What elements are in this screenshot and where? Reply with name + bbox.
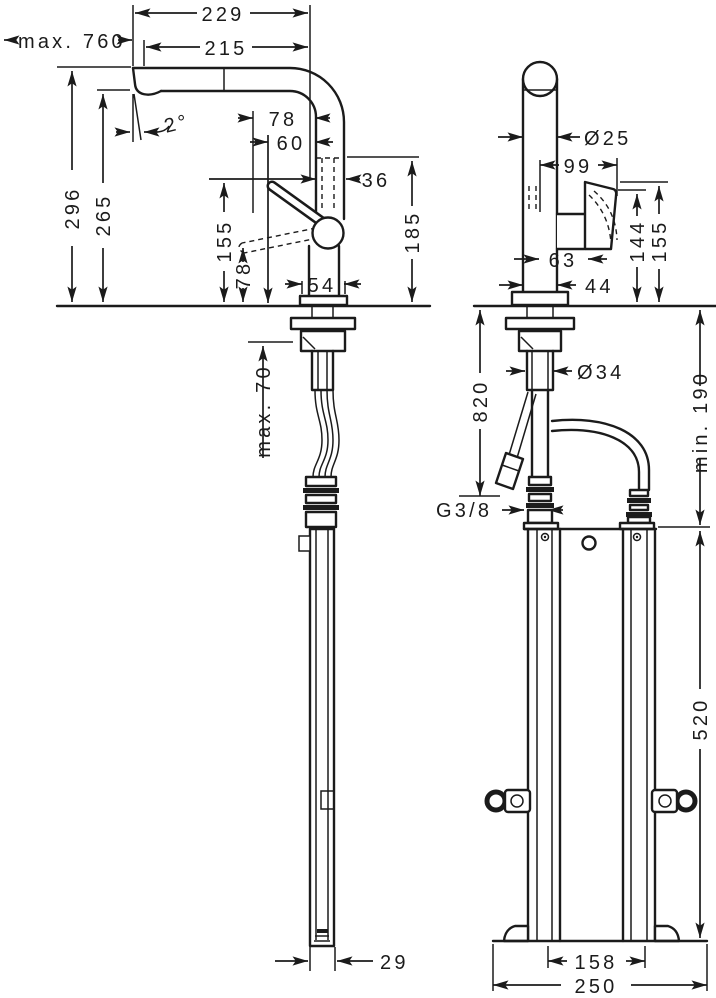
pullout-hose <box>508 391 537 459</box>
dim-label-g38: G3/8 <box>436 500 492 522</box>
cartridge-housing <box>555 212 590 251</box>
right-view-faucet <box>472 60 716 943</box>
spout-outer <box>131 66 346 221</box>
bracket-front-view <box>484 521 709 943</box>
dim-label-215: 215 <box>205 38 248 60</box>
pipe-right <box>521 77 559 293</box>
dim-label-36: 36 <box>362 170 391 192</box>
hose-connector-left <box>303 475 339 529</box>
pullout-connector <box>494 451 525 491</box>
bracket-hole-small-left <box>540 532 550 542</box>
bracket-side-view <box>298 527 336 948</box>
shank-left <box>310 349 335 392</box>
bracket-hole-small-right <box>632 532 642 542</box>
body-column <box>307 244 341 298</box>
dim-label-265: 265 <box>93 194 115 237</box>
hose-curve-inner <box>550 428 641 492</box>
dim-label-229: 229 <box>202 4 245 26</box>
bracket-rails <box>526 527 657 943</box>
ball-joint <box>311 216 345 250</box>
supply-tube <box>530 388 550 479</box>
clip-side-top <box>298 535 311 552</box>
dim-label-250: 250 <box>575 976 618 998</box>
dim-label-dia25: Ø25 <box>584 128 631 150</box>
dim-label-520: 520 <box>690 698 712 741</box>
shank-gap <box>311 306 334 318</box>
dim-label-296: 296 <box>62 187 84 230</box>
dim-label-60: 60 <box>277 133 306 155</box>
clip-side-mid <box>320 790 335 810</box>
foot-right <box>653 924 681 943</box>
dimensions-left: 229 215 max. 760 2° 78 60 36 185 <box>4 4 424 974</box>
dim-label-63: 63 <box>549 250 578 272</box>
dim-label-144: 144 <box>627 220 649 263</box>
dim-label-78-top: 78 <box>269 109 298 131</box>
dim-label-44: 44 <box>585 276 614 298</box>
nut-tick <box>302 336 316 350</box>
dim-label-min-190: min. 190 <box>690 371 712 473</box>
dim-label-dia34: Ø34 <box>577 362 624 384</box>
clip-left <box>484 788 532 814</box>
dim-label-2deg: 2° <box>162 110 192 138</box>
under-flange-left <box>289 316 357 331</box>
g38-fitting <box>526 475 554 525</box>
base-plate-right <box>510 290 570 307</box>
dimensions-right: Ø25 99 63 44 144 155 Ø34 820 <box>436 128 712 998</box>
internal-hose-dashed <box>528 186 537 212</box>
dim-label-29: 29 <box>380 952 409 974</box>
dim-label-78-vertical: 78 <box>233 261 255 290</box>
clip-right <box>650 788 698 814</box>
shank-right <box>525 349 555 392</box>
dim-label-max-70: max. 70 <box>253 364 275 458</box>
bracket-hole-large <box>581 535 597 551</box>
dim-label-max-760: max. 760 <box>18 31 126 53</box>
dim-label-158: 158 <box>575 952 618 974</box>
left-view-faucet <box>55 66 432 948</box>
hoses-left <box>312 389 340 478</box>
under-flange-right <box>504 316 576 331</box>
handle-lever-dashed <box>238 227 319 254</box>
hose-end-fitting <box>626 488 652 525</box>
handle-rotation-dashed-1 <box>588 194 612 244</box>
handle-front <box>583 180 618 251</box>
dim-label-155-right: 155 <box>649 220 671 263</box>
dim-label-99: 99 <box>564 156 593 178</box>
shank-inner-left <box>317 351 328 390</box>
handle-rotation-dashed-2 <box>593 190 618 241</box>
dim-label-155-left: 155 <box>214 220 236 263</box>
hose-curve-outer <box>550 418 651 492</box>
dim-label-820: 820 <box>470 380 492 423</box>
spout-tip-aerator <box>131 66 163 96</box>
dim-label-185: 185 <box>402 211 424 254</box>
base-plate-left <box>298 294 349 307</box>
foot-left <box>502 924 530 943</box>
pipe-cap <box>521 60 559 98</box>
handle-lever <box>266 180 328 228</box>
dim-label-54: 54 <box>308 275 337 297</box>
